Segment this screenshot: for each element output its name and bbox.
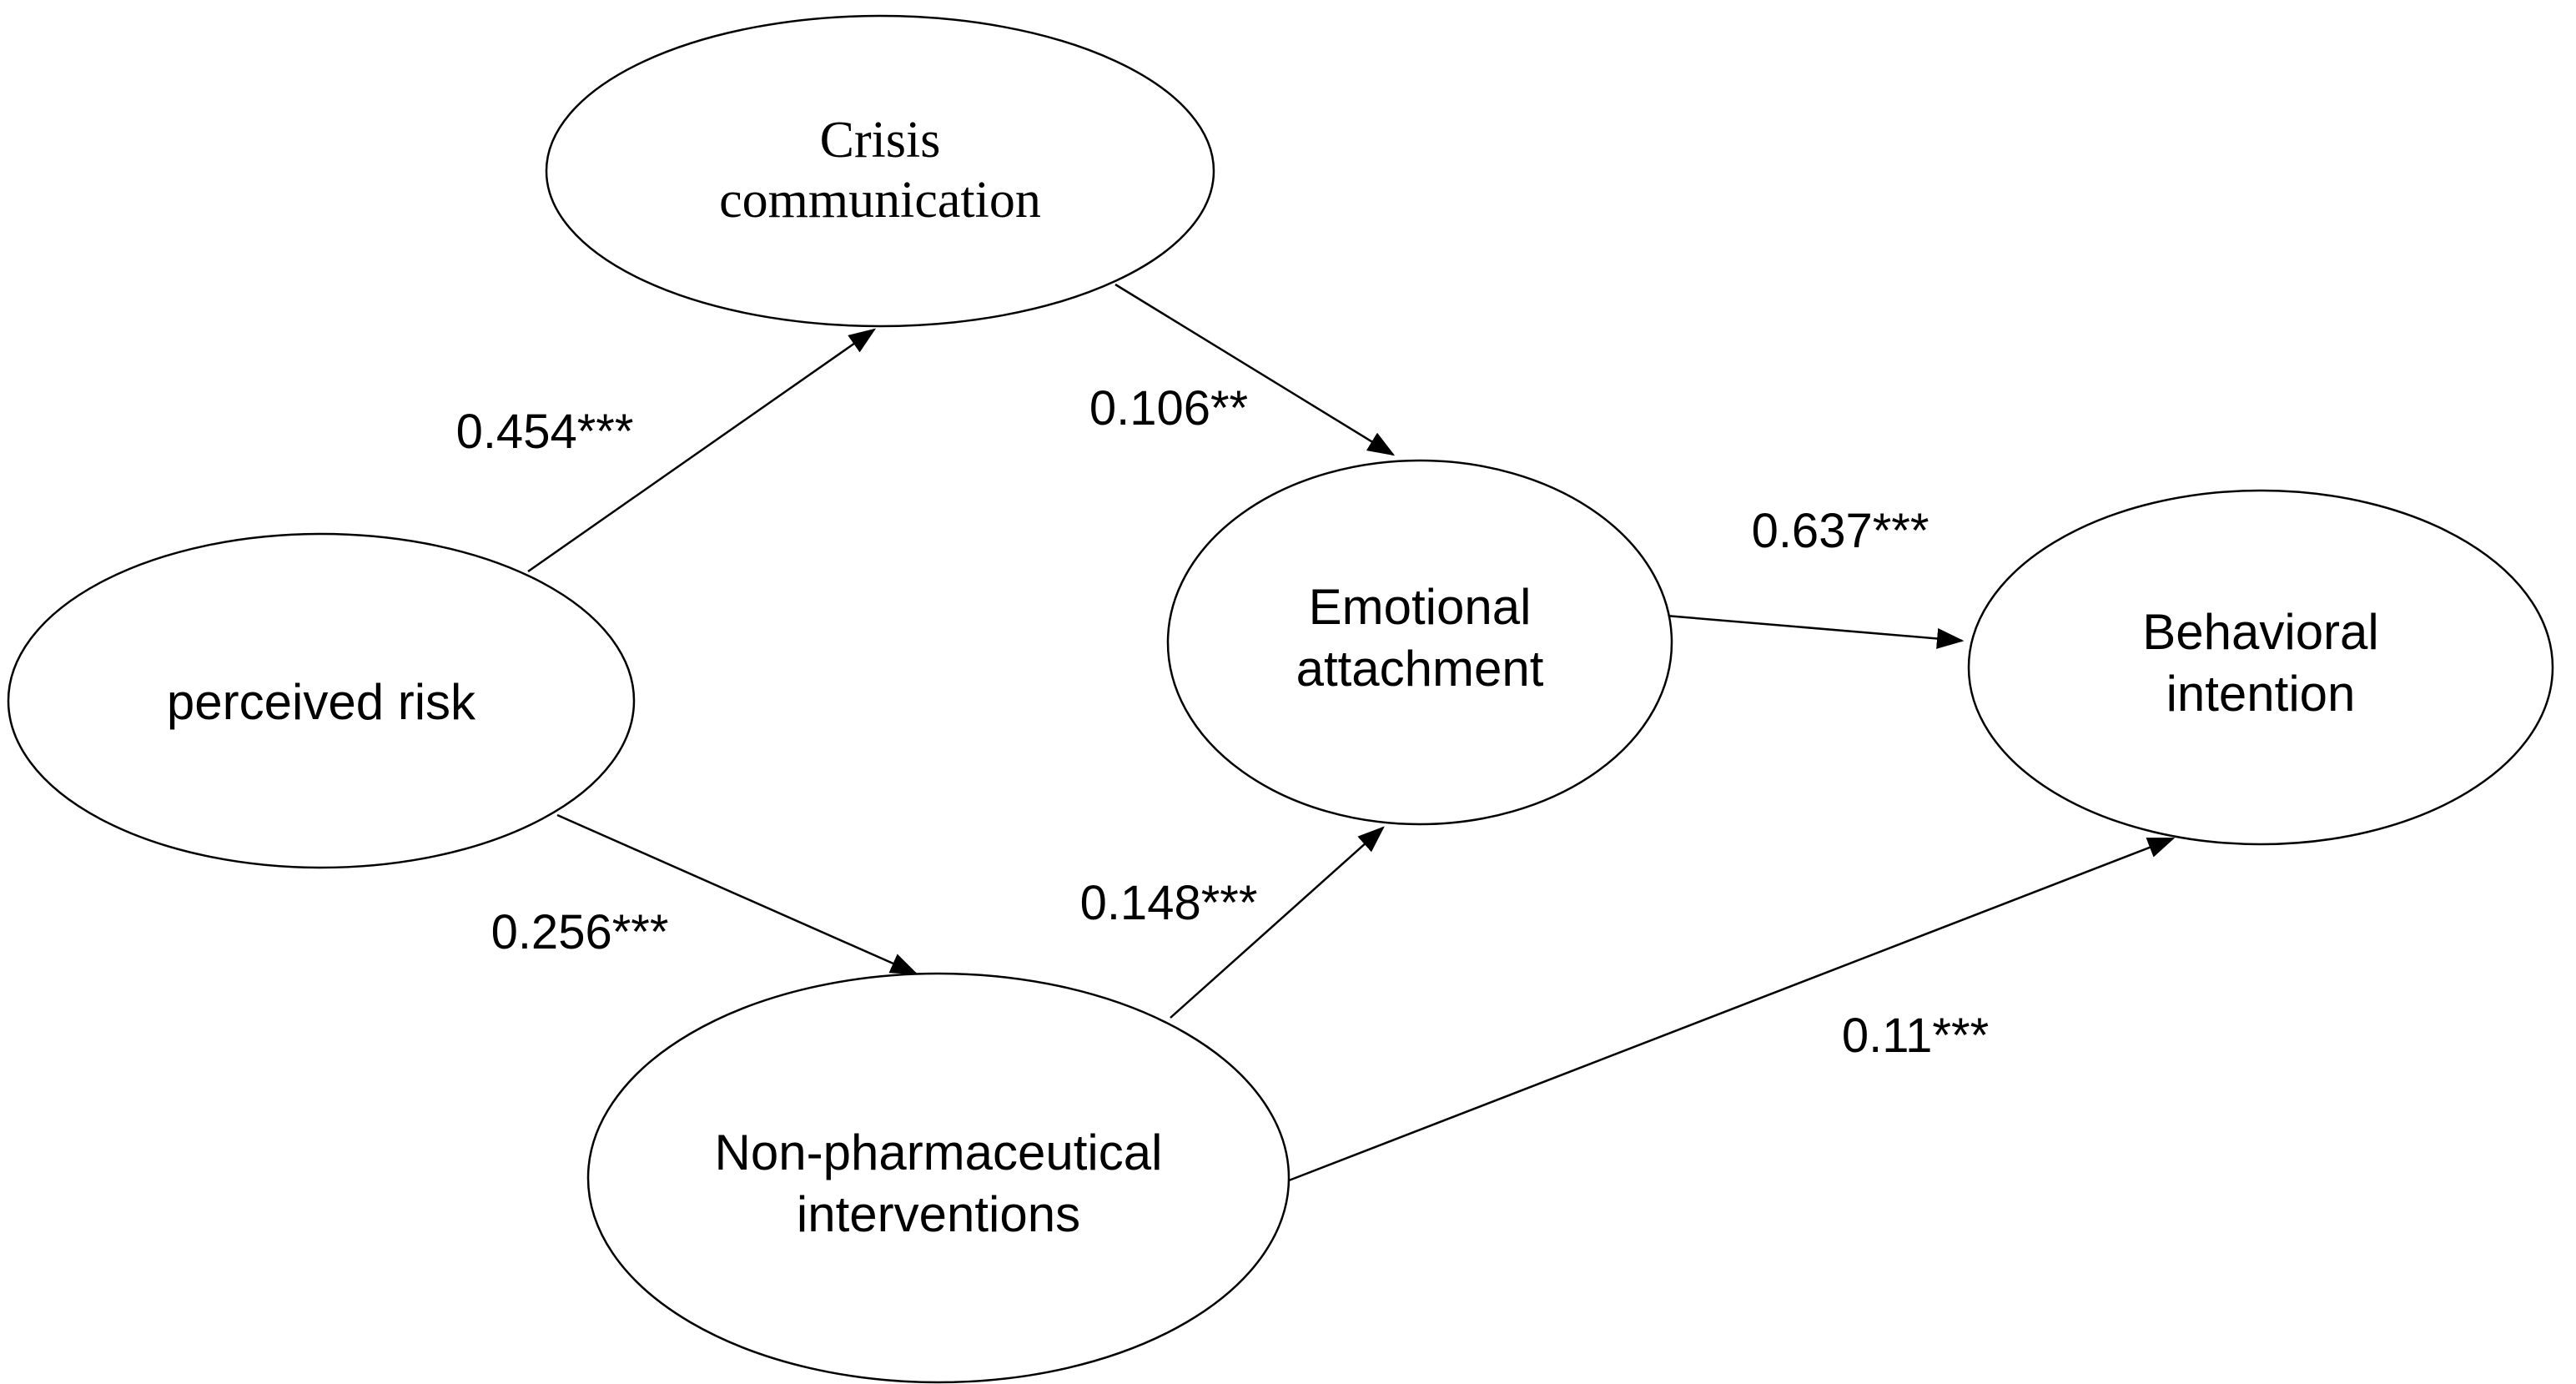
edge-labels: 0.454*** 0.106** 0.256*** 0.148*** 0.637…	[456, 381, 1990, 1063]
edge-crisis-communication-to-emotional-attachment	[1114, 283, 1396, 456]
node-perceived-risk-ellipse	[7, 532, 636, 869]
node-non-pharmaceutical-interventions: Non-pharmaceutical interventions	[586, 972, 1291, 1384]
node-emotional-attachment-ellipse	[1166, 459, 1673, 826]
node-non-pharmaceutical-interventions-label-line1: Non-pharmaceutical	[715, 1125, 1163, 1180]
node-emotional-attachment: Emotional attachment	[1166, 459, 1673, 826]
node-perceived-risk-label: perceived risk	[167, 674, 476, 730]
coefficient-label-npi-bi: 0.11***	[1842, 1009, 1989, 1063]
node-crisis-communication: Crisis communication	[545, 14, 1215, 328]
node-behavioral-intention-label-line1: Behavioral	[2142, 604, 2379, 660]
node-crisis-communication-label-line2: communication	[719, 172, 1041, 229]
edges	[527, 283, 2176, 1182]
edge-perceived-risk-to-non-pharmaceutical-interventions	[556, 813, 918, 975]
node-crisis-communication-ellipse	[545, 14, 1215, 328]
node-behavioral-intention-label-line2: intention	[2166, 666, 2356, 722]
coefficient-label-npi-ea: 0.148***	[1080, 876, 1258, 930]
edge-non-pharmaceutical-interventions-to-behavioral-intention	[1288, 837, 2176, 1182]
coefficient-label-pr-npi: 0.256***	[491, 905, 669, 959]
coefficient-label-ea-bi: 0.637***	[1752, 504, 1929, 558]
node-non-pharmaceutical-interventions-label-line2: interventions	[797, 1186, 1080, 1242]
node-behavioral-intention: Behavioral intention	[1967, 489, 2554, 846]
coefficient-label-pr-cc: 0.454***	[456, 405, 634, 459]
node-non-pharmaceutical-interventions-ellipse	[586, 972, 1291, 1384]
node-crisis-communication-label-line1: Crisis	[820, 112, 941, 169]
node-emotional-attachment-label-line2: attachment	[1296, 641, 1544, 697]
edge-perceived-risk-to-crisis-communication	[527, 328, 877, 573]
node-emotional-attachment-label-line1: Emotional	[1309, 579, 1532, 635]
edge-emotional-attachment-to-behavioral-intention	[1665, 614, 1965, 649]
coefficient-label-cc-ea: 0.106**	[1089, 381, 1248, 435]
node-perceived-risk: perceived risk	[7, 532, 636, 869]
node-behavioral-intention-ellipse	[1967, 489, 2554, 846]
edge-non-pharmaceutical-interventions-to-emotional-attachment	[1170, 826, 1385, 1019]
